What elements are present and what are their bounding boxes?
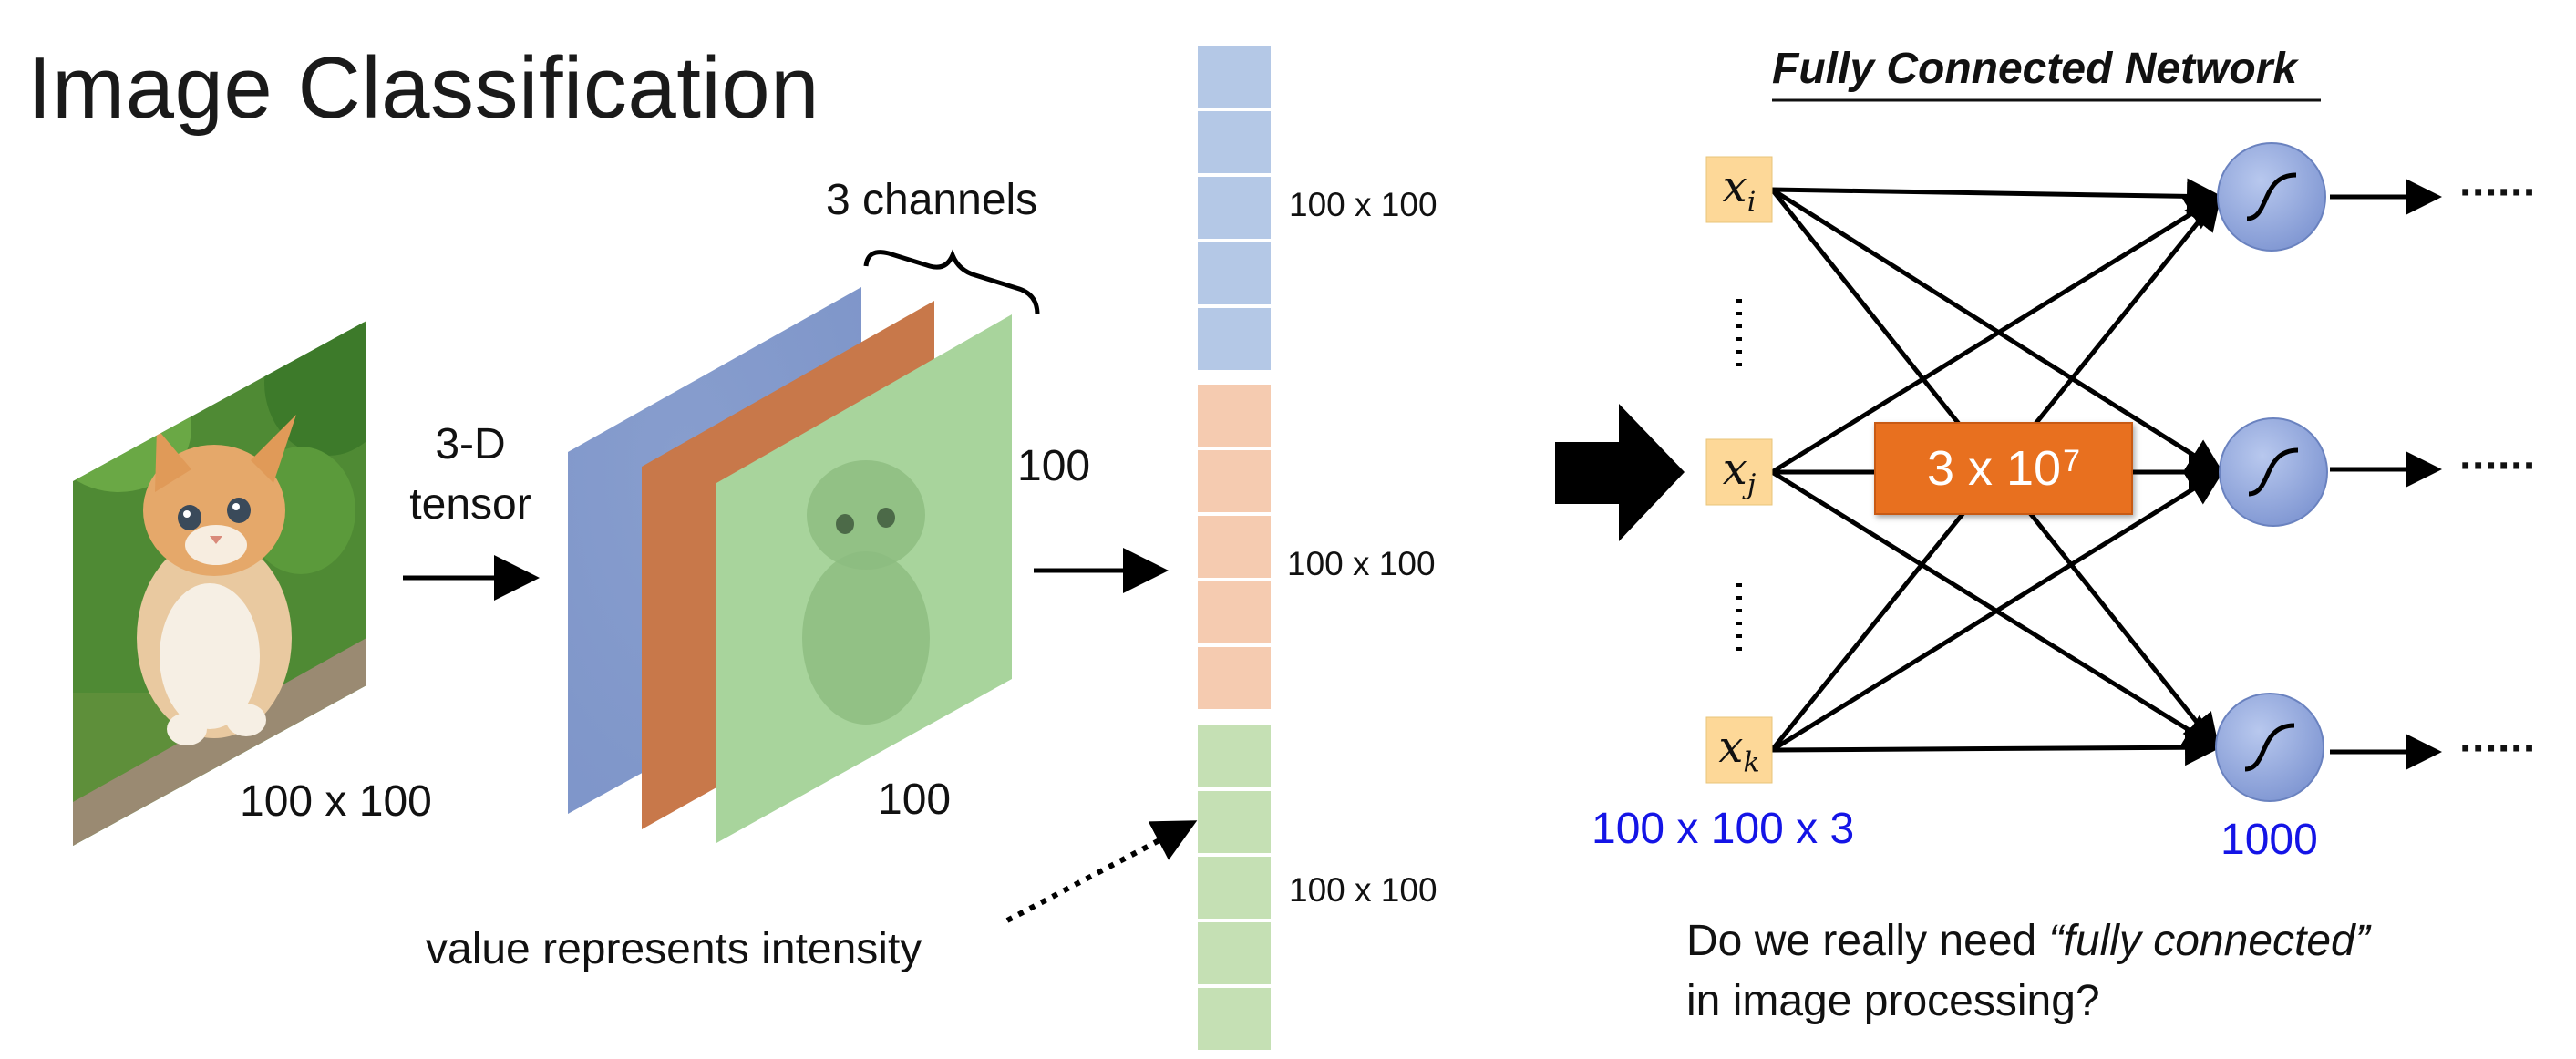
- connection-edge: [1770, 187, 2225, 475]
- input-count-label: 100 x 100 x 3: [1592, 805, 1855, 853]
- vector-segment-label: 100 x 100: [1289, 871, 1437, 909]
- channel-plane-green: [716, 314, 1012, 843]
- input-box-i: [1705, 156, 1773, 223]
- intensity-label: value represents intensity: [426, 925, 922, 973]
- width-label: 100: [878, 776, 952, 824]
- intensity-pointer: [1005, 820, 1198, 923]
- big-right-arrow: [1555, 404, 1685, 541]
- channels-brace: [863, 249, 1040, 315]
- output-ellipsis-bottom: ······: [2459, 725, 2538, 773]
- vector-cell: [1198, 581, 1271, 643]
- vector-cell: [1198, 647, 1271, 709]
- vector-cell: [1198, 791, 1271, 853]
- output-ellipsis-middle: ······: [2459, 442, 2538, 490]
- question-line1-emphasis: “fully connected”: [2048, 917, 2370, 965]
- height-label: 100: [1017, 442, 1091, 490]
- connection-edge: [1771, 729, 2221, 766]
- image-size-label: 100 x 100: [240, 777, 432, 826]
- input-box-j: [1705, 438, 1773, 506]
- vector-cell: [1198, 988, 1271, 1050]
- input-box-k: [1705, 716, 1773, 784]
- vector-segment-label: 100 x 100: [1289, 186, 1437, 223]
- input-label-i: xi: [1722, 161, 1757, 219]
- input-label-k: xk: [1718, 722, 1760, 779]
- vector-cell: [1198, 857, 1271, 919]
- vector-cell: [1198, 46, 1271, 108]
- sigmoid-icon: [2248, 447, 2299, 497]
- tensor-label-line1: 3-D: [435, 420, 506, 468]
- input-label-j: xj: [1722, 444, 1757, 501]
- page-title: Image Classification: [27, 39, 820, 137]
- output-ellipsis-top: ······: [2459, 169, 2538, 217]
- neuron-top: [2217, 142, 2326, 252]
- channels-label: 3 channels: [826, 176, 1038, 224]
- vector-cell: [1198, 242, 1271, 304]
- flattened-vector: [1198, 46, 1271, 1050]
- vector-cell: [1198, 385, 1271, 447]
- neuron-bottom: [2215, 693, 2324, 802]
- output-count-label: 1000: [2221, 816, 2318, 864]
- fcn-title: Fully Connected Network: [1772, 45, 2298, 93]
- sigmoid-icon: [2246, 172, 2297, 221]
- connection-edge: [1771, 178, 2223, 215]
- vector-cell: [1198, 111, 1271, 173]
- neuron-middle: [2219, 417, 2328, 527]
- vector-cell: [1198, 450, 1271, 512]
- vector-cell: [1198, 516, 1271, 578]
- question-line2: in image processing?: [1686, 977, 2100, 1025]
- question-line1-prefix: Do we really need: [1686, 917, 2049, 965]
- connection-edge: [1770, 194, 2223, 475]
- sigmoid-icon: [2244, 723, 2295, 772]
- vector-cell: [1198, 922, 1271, 984]
- vector-segment-label: 100 x 100: [1287, 545, 1436, 582]
- vector-cell: [1198, 177, 1271, 239]
- vector-cell: [1198, 725, 1271, 787]
- vector-cell: [1198, 308, 1271, 370]
- connection-edge: [1770, 469, 2225, 753]
- tensor-label-line2: tensor: [409, 480, 531, 529]
- question-text: Do we really need “fully connected” in i…: [1686, 911, 2370, 1032]
